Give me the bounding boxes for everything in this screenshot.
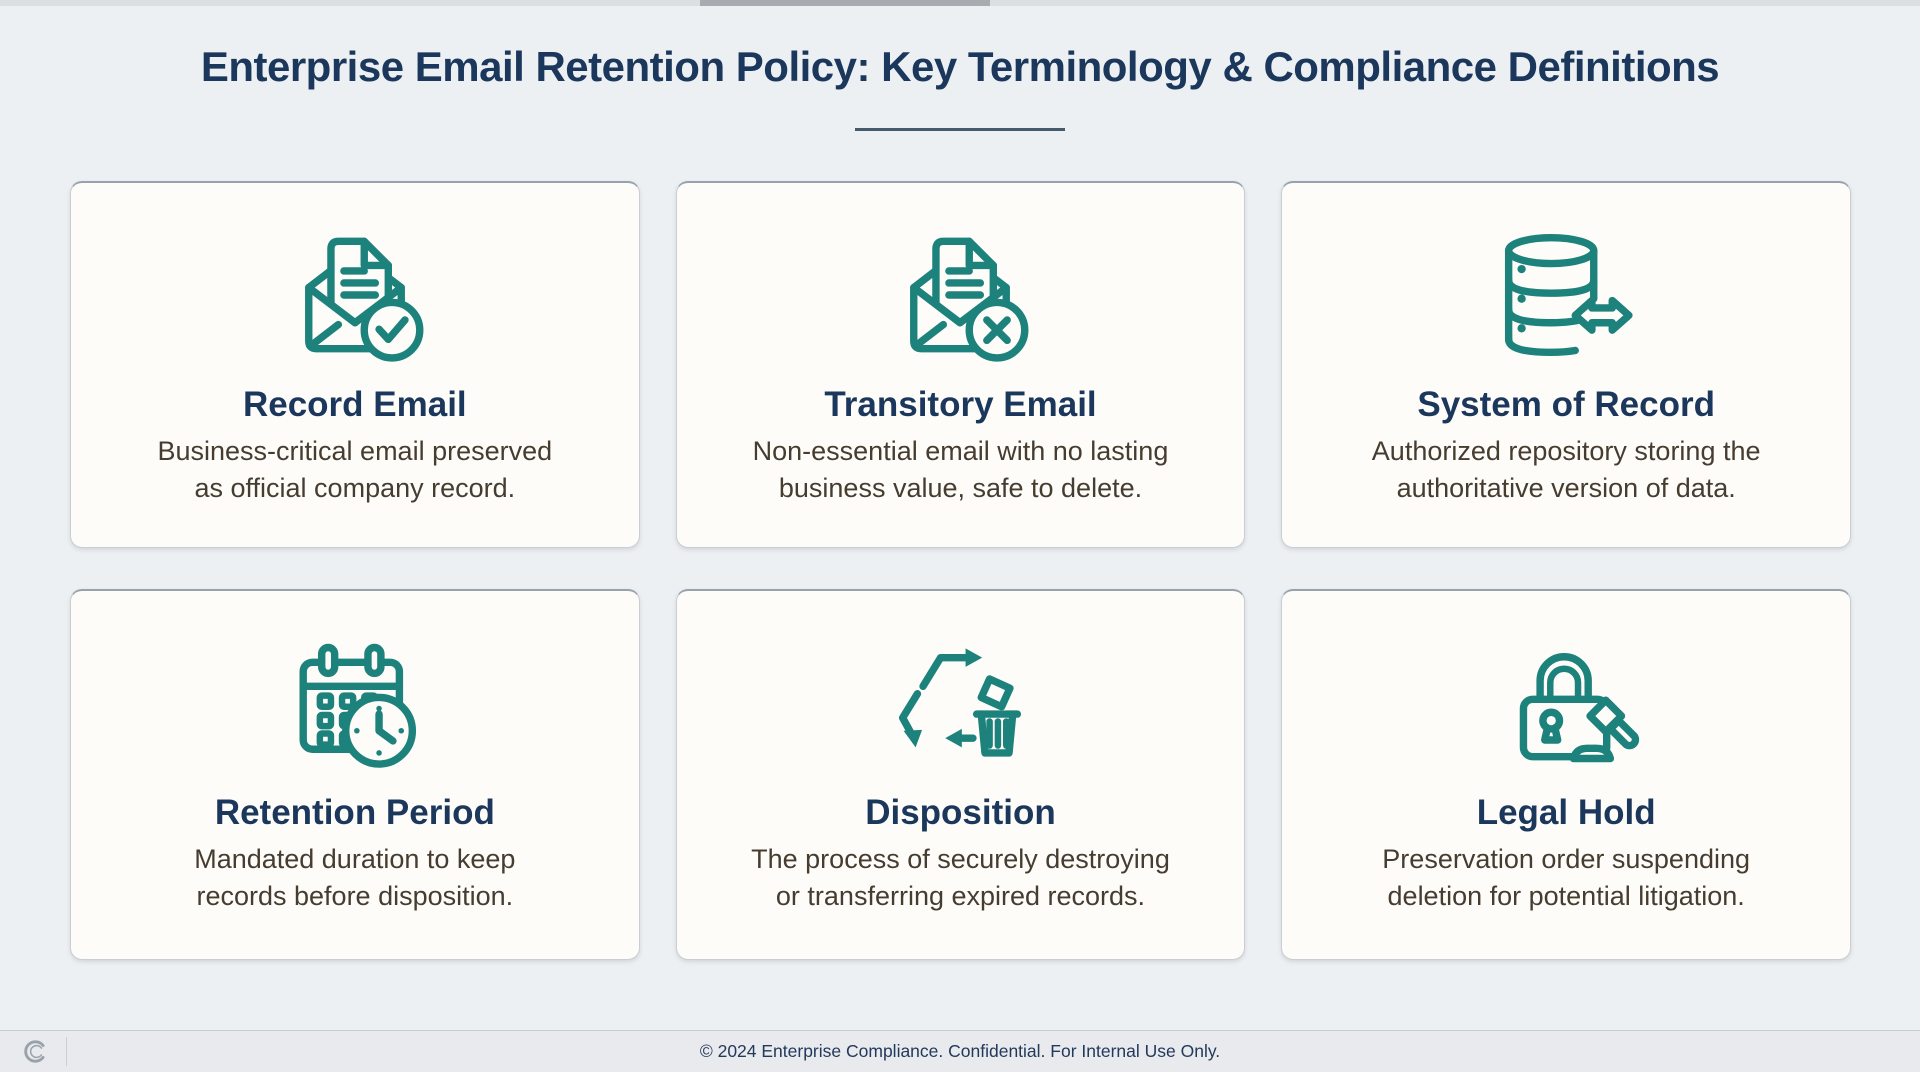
page-title: Enterprise Email Retention Policy: Key T… [200, 43, 1720, 90]
disposition-icon [677, 627, 1245, 779]
card-record-email: Record Email Business-critical email pre… [70, 181, 640, 548]
card-title: Retention Period [214, 793, 495, 832]
window-top-strip [0, 0, 1920, 6]
card-title: Disposition [865, 793, 1056, 832]
card-disposition: Disposition The process of securely dest… [675, 589, 1246, 960]
card-title: Legal Hold [1476, 793, 1656, 832]
card-description: Business-critical email preserved as off… [157, 436, 553, 503]
footer-divider [66, 1037, 67, 1066]
card-description: Mandated duration to keep records before… [194, 844, 516, 911]
card-transitory-email: Transitory Email Non-essential email wit… [675, 181, 1246, 548]
card-system-of-record: System of Record Authorized repository s… [1281, 181, 1851, 548]
transitory-email-icon [677, 219, 1245, 371]
card-retention-period: Retention Period Mandated duration to ke… [70, 589, 640, 960]
footer: © 2024 Enterprise Compliance. Confidenti… [0, 1030, 1920, 1072]
card-title: System of Record [1417, 385, 1715, 424]
retention-period-icon [71, 627, 639, 779]
definition-card-grid: Record Email Business-critical email pre… [70, 181, 1851, 960]
title-underline [855, 128, 1065, 131]
card-description: Preservation order suspending deletion f… [1382, 844, 1751, 911]
compliance-logo-icon [22, 1038, 49, 1070]
page-header: Enterprise Email Retention Policy: Key T… [0, 0, 1920, 131]
card-description: Non-essential email with no lasting busi… [752, 436, 1169, 503]
card-title: Transitory Email [824, 385, 1097, 424]
window-tab-remnant [700, 0, 990, 6]
card-description: The process of securely destroying or tr… [751, 844, 1170, 911]
card-description: Authorized repository storing the author… [1371, 436, 1761, 503]
card-legal-hold: Legal Hold Preservation order suspending… [1281, 589, 1851, 960]
system-of-record-icon [1282, 219, 1850, 371]
footer-copyright: © 2024 Enterprise Compliance. Confidenti… [699, 1041, 1221, 1061]
legal-hold-icon [1282, 627, 1850, 779]
record-email-icon [71, 219, 639, 371]
card-title: Record Email [242, 385, 467, 424]
